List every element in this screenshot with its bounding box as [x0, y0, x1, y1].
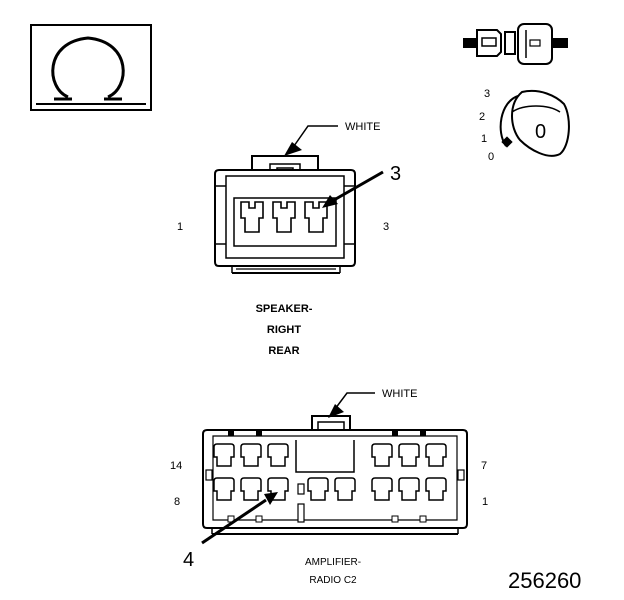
speaker-callout-number: 3: [390, 163, 401, 185]
amplifier-pin-callout: 4: [183, 492, 278, 571]
speaker-title-line-3: REAR: [268, 345, 299, 357]
amplifier-callout-number: 4: [183, 549, 194, 571]
key-position-2: 2: [479, 111, 485, 123]
speaker-title-line-1: SPEAKER-: [256, 303, 313, 315]
speaker-connector: [214, 155, 356, 274]
connector-key-icon: [463, 23, 568, 65]
ohm-symbol-box: [30, 24, 152, 111]
speaker-title-line-2: RIGHT: [267, 324, 302, 336]
key-position-selector: 3 2 1 0 0: [479, 88, 570, 163]
amplifier-color-label: WHITE: [382, 388, 417, 400]
amp-pin-label-bottom-left: 8: [174, 496, 180, 508]
key-value: 0: [535, 121, 546, 143]
amplifier-title-line-2: RADIO C2: [309, 575, 357, 586]
key-position-0: 0: [488, 151, 494, 163]
amplifier-title-line-1: AMPLIFIER-: [305, 557, 361, 568]
speaker-pin-label-left: 1: [177, 221, 183, 233]
ohm-symbol-icon: [36, 36, 146, 105]
key-position-1: 1: [481, 133, 487, 145]
key-position-3: 3: [484, 88, 490, 100]
amp-pin-label-top-left: 14: [170, 460, 182, 472]
figure-number: 256260: [508, 568, 581, 593]
speaker-pin-callout: 3: [322, 163, 401, 208]
amplifier-connector: [202, 415, 468, 535]
speaker-color-label: WHITE: [345, 121, 380, 133]
amp-pin-label-top-right: 7: [481, 460, 487, 472]
amplifier-color-callout: WHITE: [328, 388, 417, 418]
speaker-color-callout: WHITE: [284, 121, 380, 156]
amp-pin-label-bottom-right: 1: [482, 496, 488, 508]
speaker-pin-label-right: 3: [383, 221, 389, 233]
